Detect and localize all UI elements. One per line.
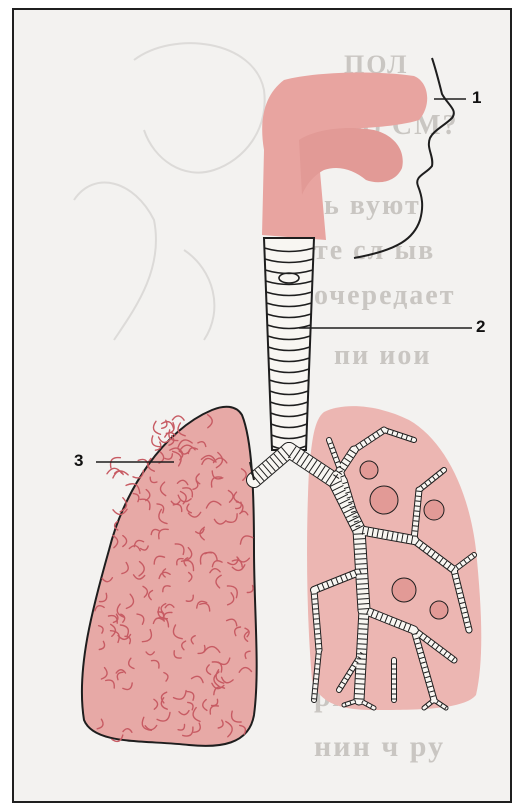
bronchus-ring [355, 554, 366, 555]
bronchus-ring [416, 491, 421, 492]
bronchus-ring [354, 534, 365, 535]
bronchus-ring [413, 521, 418, 522]
vessel-blob [430, 601, 448, 619]
bronchus-ring [355, 689, 364, 690]
bronchus-ring [357, 584, 368, 585]
bronchus-ring [416, 496, 421, 497]
bronchus-ring [358, 599, 369, 600]
bronchus-ring [359, 629, 368, 630]
bronchus-ring [412, 536, 417, 537]
bronchus-ring [356, 674, 365, 675]
alveolus-squiggle [162, 420, 167, 428]
bronchus-ring [359, 619, 368, 620]
respiratory-system-diagram [14, 10, 512, 803]
label-3: 3 [74, 451, 83, 471]
bronchus-ring [357, 589, 368, 590]
label-2: 2 [476, 317, 485, 337]
bronchus-ring [357, 649, 366, 650]
bronchus-ring [356, 669, 365, 670]
bronchus-ring [355, 684, 364, 685]
vessel-blob [424, 500, 444, 520]
bronchus-ring [358, 609, 369, 610]
vessel-blob [392, 578, 416, 602]
bronchus-ring [414, 511, 419, 512]
bronchus-ring [359, 624, 368, 625]
bronchus-ring [357, 659, 366, 660]
alveolus-squiggle [172, 416, 184, 420]
bronchus-ring [313, 604, 318, 605]
bronchus-ring [358, 644, 367, 645]
vessel-blob [360, 461, 378, 479]
bronchus-ring [355, 559, 366, 560]
ghost-background-figure [74, 43, 265, 340]
bronchus-ring [315, 634, 320, 635]
alveolus-squiggle [153, 421, 160, 434]
bronchus-ring [357, 579, 368, 580]
nasal-cavity [262, 58, 454, 258]
bronchus-ring [356, 564, 367, 565]
diagram-frame: ПОЛ ть а) СМ? ь вуют те сл ыв очередает … [12, 8, 512, 803]
trachea [264, 238, 314, 450]
left-lung [82, 407, 257, 746]
bronchus-ring [355, 699, 364, 700]
bronchus-ring [356, 679, 365, 680]
bronchus-ring [413, 526, 418, 527]
bronchus-ring [355, 549, 366, 550]
label-1: 1 [472, 88, 481, 108]
bronchus-ring [358, 639, 367, 640]
bronchus-ring [354, 544, 365, 545]
bronchus-ring [356, 569, 367, 570]
bronchus-ring [415, 506, 420, 507]
bronchus-ring [415, 501, 420, 502]
bronchus-ring [358, 634, 367, 635]
vessel-blob [370, 486, 398, 514]
bronchus-ring [355, 694, 364, 695]
bronchus-ring [414, 516, 419, 517]
bronchus-ring [358, 594, 369, 595]
bronchus-ring [357, 664, 366, 665]
bronchus-ring [412, 531, 417, 532]
bronchus-ring [354, 539, 365, 540]
bronchus-ring [358, 604, 369, 605]
